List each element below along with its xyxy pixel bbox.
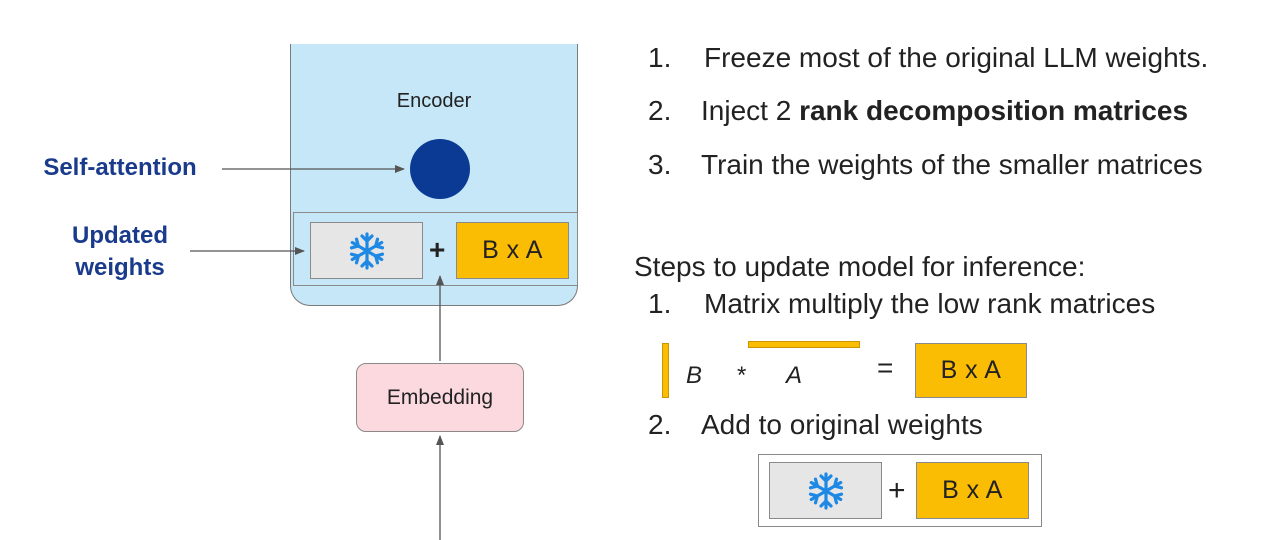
final-ba-box: B x A (916, 462, 1029, 519)
embedding-box: Embedding (356, 363, 524, 432)
inference-step-2: 2. Add to original weights (648, 409, 1248, 443)
updated-weights-line-1: Updated (72, 222, 168, 249)
step-2-text: Inject 2 (701, 95, 800, 126)
equals-symbol: = (877, 352, 894, 383)
inference-step-2-text: Add to original weights (701, 409, 983, 440)
snowflake-icon (808, 471, 843, 510)
step-2-bold-text: rank decomposition matrices (799, 95, 1189, 126)
plus-sign: + (429, 234, 446, 265)
step-2-number: 2. (648, 95, 672, 126)
final-weights-frame (758, 454, 1042, 527)
matrix-a-bar (748, 341, 860, 348)
final-plus-sign: + (888, 474, 906, 507)
frozen-weights-box (310, 222, 423, 279)
step-1: 1. Freeze most of the original LLM weigh… (648, 42, 1248, 76)
inference-heading: Steps to update model for inference: (634, 251, 1086, 282)
inference-step-1: 1. Matrix multiply the low rank matrices (648, 288, 1248, 322)
updated-weights-line-2: weights (75, 254, 165, 281)
result-ba-box: B x A (915, 343, 1027, 398)
snowflake-icon (349, 231, 384, 270)
multiply-symbol: * (737, 362, 747, 389)
matrix-a-label: A (786, 362, 803, 389)
inference-step-2-number: 2. (648, 409, 672, 440)
step-1-text: Freeze most of the original LLM weights. (704, 42, 1209, 73)
step-2: 2. Inject 2 rank decomposition matrices (648, 95, 1248, 129)
inference-step-1-number: 1. (648, 288, 672, 319)
inference-step-1-text: Matrix multiply the low rank matrices (704, 288, 1156, 319)
step-3: 3. Train the weights of the smaller matr… (648, 149, 1248, 183)
encoder-label: Encoder (396, 90, 472, 112)
final-frozen-weights-box (769, 462, 882, 519)
lora-ba-box: B x A (456, 222, 569, 279)
weights-layer-frame (293, 212, 578, 286)
step-1-number: 1. (648, 42, 672, 73)
updated-weights-label: Updated weights (40, 220, 200, 284)
self-attention-label: Self-attention (43, 154, 197, 181)
matrix-b-label: B (686, 362, 703, 389)
step-3-text: Train the weights of the smaller matrice… (701, 149, 1203, 180)
matrix-b-bar (662, 343, 669, 398)
self-attention-node (410, 139, 470, 199)
step-3-number: 3. (648, 149, 672, 180)
